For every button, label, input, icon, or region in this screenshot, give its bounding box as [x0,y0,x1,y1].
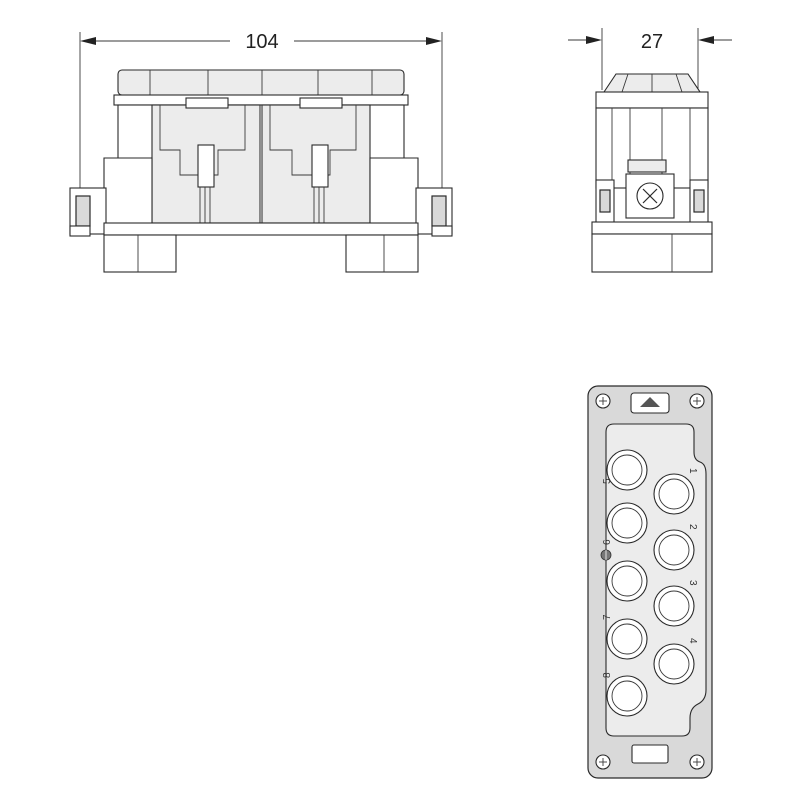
pin-label-4: 4 [687,638,698,644]
pin-contact-4 [653,643,695,685]
dimension-label-104: 104 [245,31,278,53]
pin-contact-8 [606,675,648,717]
pin-label-3: 3 [687,580,698,586]
pin-label-6: 6 [602,539,613,545]
dimension-width-front: 104 [79,31,443,235]
front-view: 104 [69,31,453,273]
pin-label-1: 1 [687,468,698,474]
manufacturer-logo-icon [630,392,670,414]
side-view: 27 [568,28,732,273]
pin-label-2: 2 [687,524,698,530]
pin-contact-6 [606,502,648,544]
face-view: 1 2 3 4 5 6 7 8 [587,385,713,779]
contact-right [311,144,329,188]
corner-screw-top-left [595,393,611,409]
contact-left [197,144,215,188]
pin-contact-5 [606,449,648,491]
ground-symbol-icon [600,549,612,561]
side-base-plate [591,221,713,235]
top-cover [117,69,405,96]
pin-label-5: 5 [602,478,613,484]
pin-contact-1 [653,473,695,515]
pin-label-7: 7 [602,614,613,620]
corner-screw-top-right [689,393,705,409]
corner-screw-bottom-right [689,754,705,770]
pin-contact-7 [606,618,648,660]
screw-terminal-icon [625,173,675,219]
pin-contact-2 [653,529,695,571]
corner-screw-bottom-left [595,754,611,770]
label-tab [631,744,669,764]
pin-contact-pe [606,560,648,602]
pin-contact-3 [653,585,695,627]
pin-label-8: 8 [602,672,613,678]
base-plate [103,222,419,236]
dimension-label-27: 27 [641,31,663,53]
dimension-width-side: 27 [568,28,732,90]
